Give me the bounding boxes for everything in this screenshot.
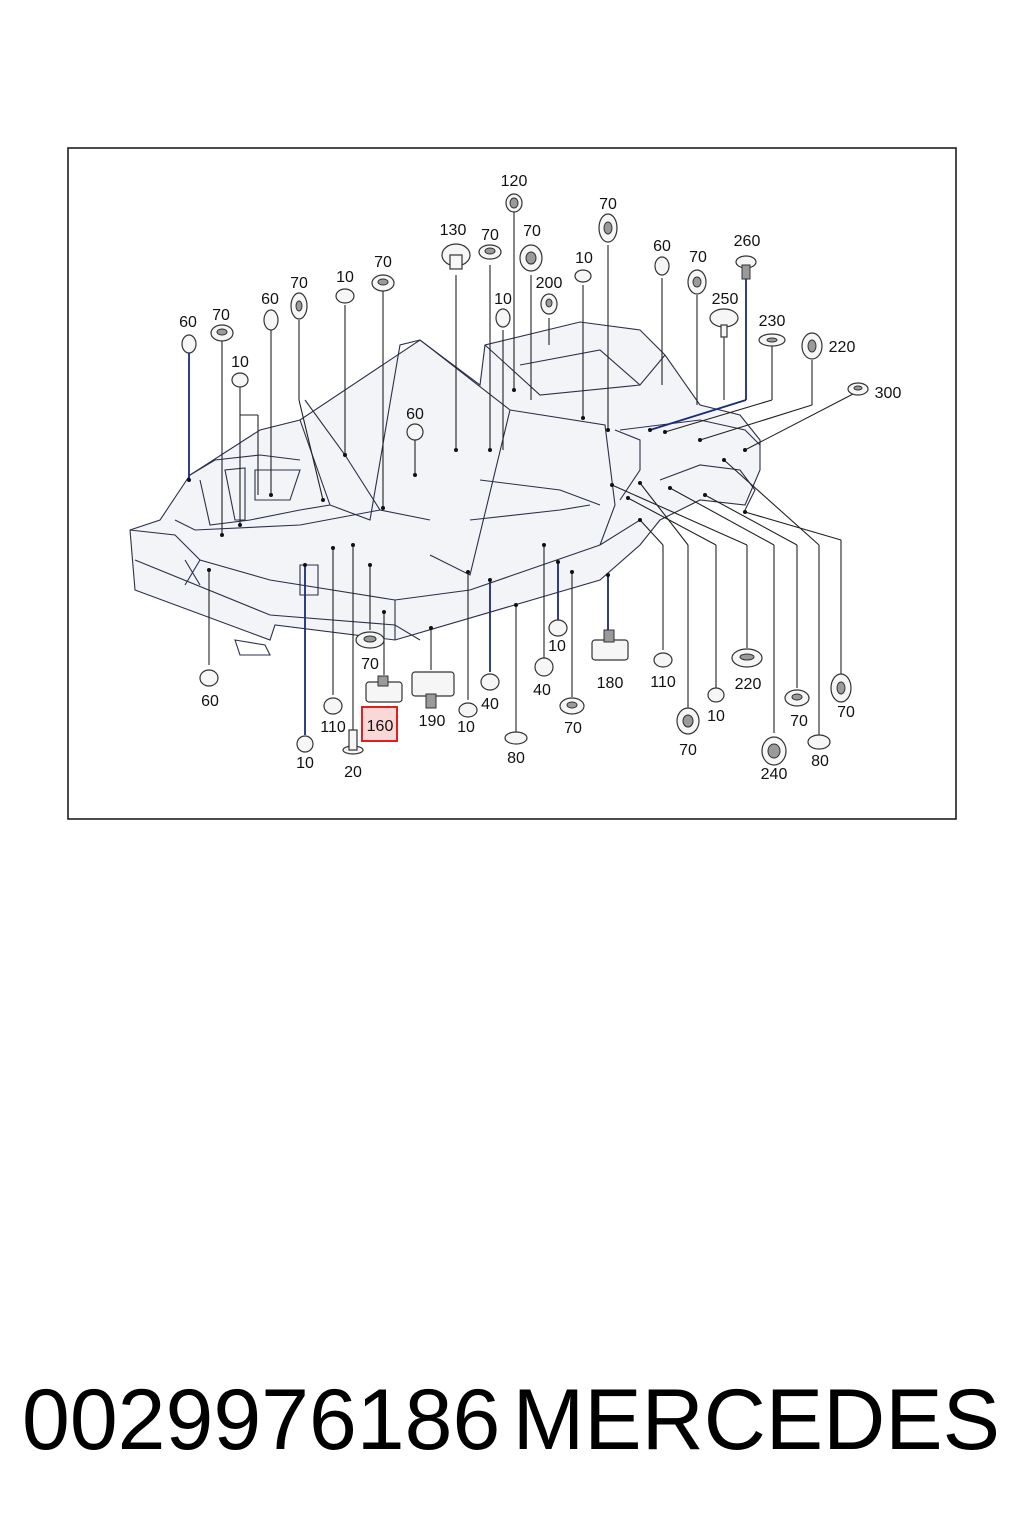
callout-label[interactable]: 20 [344,764,362,781]
callout-label[interactable]: 70 [212,307,230,324]
grommet-icon [355,631,385,649]
callout-label[interactable]: 10 [231,354,249,371]
callout-label[interactable]: 10 [707,708,725,725]
grommet-icon [847,382,869,396]
plug-icon [480,673,500,691]
callout-label[interactable]: 60 [179,314,197,331]
callout-label[interactable]: 60 [653,238,671,255]
callout-label[interactable]: 10 [548,638,566,655]
plug-icon [323,697,343,715]
plug-icon [653,652,673,668]
plug-icon [548,619,568,637]
plug-icon [181,334,197,354]
callout-label[interactable]: 110 [650,674,676,691]
footer: 0029976186 MERCEDES [0,1370,1024,1470]
plug-icon [654,256,670,276]
callout-label[interactable]: 220 [735,676,762,693]
callout-label[interactable]: 40 [533,682,551,699]
callout-label[interactable]: 70 [837,704,855,721]
callout-labels: 120 130 70 70 70 10 200 10 60 70 260 250… [179,173,901,783]
parts-diagram: 120 130 70 70 70 10 200 10 60 70 260 250… [67,147,957,820]
callout-label[interactable]: 240 [761,766,788,783]
callout-label[interactable]: 70 [689,249,707,266]
washer-icon [807,734,831,750]
callout-label[interactable]: 70 [790,713,808,730]
clip-nut-icon [591,629,629,661]
plug-icon [574,269,592,283]
callout-label[interactable]: 160 [367,718,394,735]
plug-icon [263,309,279,331]
callout-label[interactable]: 180 [597,675,624,692]
callout-label[interactable]: 200 [536,275,563,292]
plug-icon [231,372,249,388]
plug-icon [495,308,511,328]
grommet-icon [801,332,823,360]
callout-label[interactable]: 10 [336,269,354,286]
callout-label[interactable]: 70 [599,196,617,213]
plug-icon [199,669,219,687]
plug-icon [335,288,355,304]
callout-label[interactable]: 10 [457,719,475,736]
plug-icon [534,657,554,677]
callout-label[interactable]: 70 [564,720,582,737]
callout-label[interactable]: 300 [875,385,902,402]
callout-label[interactable]: 230 [759,313,786,330]
callout-label[interactable]: 70 [361,656,379,673]
grommet-icon [505,193,523,213]
grommet-icon [687,269,707,295]
callout-label[interactable]: 70 [481,227,499,244]
callout-label[interactable]: 40 [481,696,499,713]
callout-label[interactable]: 120 [501,173,528,190]
callout-label[interactable]: 70 [290,275,308,292]
callout-label[interactable]: 220 [829,339,856,356]
screw-icon [735,255,757,280]
grommet-icon [676,707,700,735]
callout-label[interactable]: 110 [320,719,346,736]
plug-icon [441,243,471,270]
plug-icon [296,735,314,753]
plug-icon [707,687,725,703]
plug-icon [458,702,478,718]
washer-icon [504,731,528,745]
callout-label[interactable]: 80 [507,750,525,767]
callout-label[interactable]: 10 [494,291,512,308]
callout-label[interactable]: 190 [419,713,446,730]
highlight-box [361,706,398,742]
grommet-icon [784,689,810,707]
callout-label[interactable]: 130 [440,222,467,239]
callout-label[interactable]: 70 [679,742,697,759]
grommet-icon [598,213,618,243]
callout-label[interactable]: 60 [261,291,279,308]
plug-icon [406,423,424,441]
callout-label[interactable]: 10 [296,755,314,772]
grommet-icon [559,697,585,715]
grommet-icon [830,673,852,703]
brand-name: MERCEDES [512,1372,1000,1468]
washer-icon [758,333,786,347]
callout-label[interactable]: 60 [201,693,219,710]
grommet-icon [210,324,234,342]
callout-label[interactable]: 60 [406,406,424,423]
clip-icon [540,293,558,315]
leader-dots [187,388,747,630]
callout-label[interactable]: 70 [374,254,392,271]
clip-icon [709,308,739,338]
pin-icon [342,729,364,755]
part-number: 0029976186 [22,1372,501,1468]
clip-nut-icon [365,675,403,703]
callout-label[interactable]: 250 [712,291,739,308]
grommet-icon [478,244,502,260]
callout-label[interactable]: 80 [811,753,829,770]
callout-label[interactable]: 260 [734,233,761,250]
clip-nut-icon [411,671,455,709]
grommet-icon [371,274,395,292]
part-icons [181,193,869,766]
leader-lines [188,210,856,735]
callout-label[interactable]: 10 [575,250,593,267]
grommet-icon [731,648,763,668]
callout-label[interactable]: 70 [523,223,541,240]
grommet-icon [290,292,308,320]
grommet-icon [519,244,543,272]
grommet-icon [761,736,787,766]
